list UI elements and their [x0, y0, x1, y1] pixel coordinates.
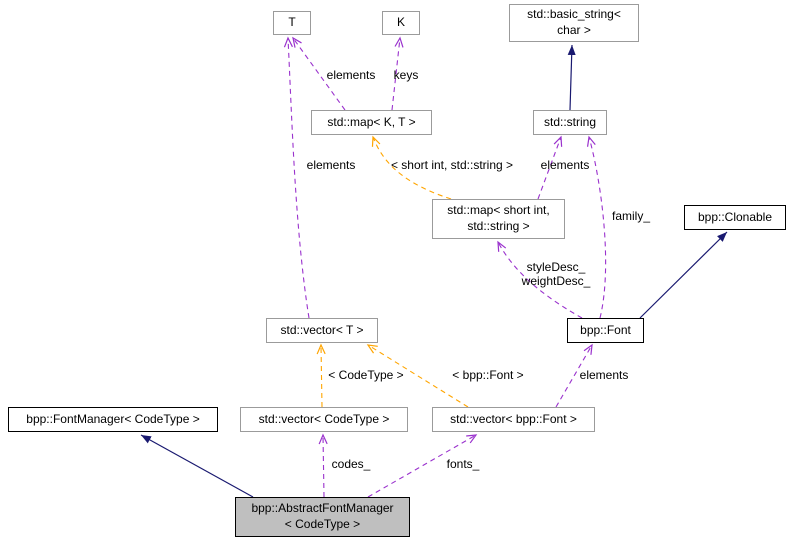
node-std-map-short-int-string: std::map< short int, std::string >: [432, 199, 565, 239]
edge-inherit-string-basicstring: [567, 44, 576, 111]
edge-template-mapshort-map: [371, 135, 452, 200]
edge-usage-vectorfont-font: [555, 343, 593, 408]
node-std-map-k-t: std::map< K, T >: [311, 110, 432, 135]
node-label: std::vector< CodeType >: [258, 411, 390, 426]
node-label: T: [288, 15, 296, 30]
edge-label-template-short-string: < short int, std::string >: [390, 158, 514, 173]
node-template-param-t: T: [273, 11, 311, 35]
node-std-basic-string: std::basic_string< char >: [509, 4, 639, 42]
node-bpp-clonable[interactable]: bpp::Clonable: [684, 205, 786, 230]
node-label-line1: bpp::AbstractFontManager: [251, 501, 394, 516]
node-label-line1: std::basic_string<: [527, 7, 621, 22]
edge-label-family: family_: [611, 209, 651, 224]
node-label-line2: < CodeType >: [284, 517, 361, 531]
edge-label-vector-t-elements: elements: [306, 158, 356, 173]
edge-usage-map-k: [391, 36, 404, 111]
edge-label-weightdesc: weightDesc_: [521, 274, 591, 288]
edge-usage-vectort-t: [283, 36, 310, 319]
node-label: bpp::FontManager< CodeType >: [26, 411, 200, 426]
edge-usage-font-mapshort: [497, 240, 583, 319]
node-bpp-fontmanager[interactable]: bpp::FontManager< CodeType >: [8, 407, 218, 432]
node-bpp-abstractfontmanager-current: bpp::AbstractFontManager < CodeType >: [235, 497, 410, 537]
edge-label-codes: codes_: [331, 457, 371, 472]
node-label-line2: char >: [557, 23, 591, 37]
node-label: std::vector< T >: [280, 322, 364, 337]
edge-label-fonts: fonts_: [446, 457, 480, 472]
edge-inherit-abstractfontmanager-fontmanager: [140, 434, 254, 498]
node-std-vector-bpp-font: std::vector< bpp::Font >: [432, 407, 595, 432]
edge-label-template-bpp-font: < bpp::Font >: [452, 368, 524, 383]
edge-usage-map-t: [292, 36, 346, 111]
node-label: bpp::Font: [580, 322, 631, 337]
node-label: std::vector< bpp::Font >: [450, 411, 577, 426]
node-label: bpp::Clonable: [697, 209, 773, 224]
node-label: std::string: [543, 114, 597, 129]
node-label-line1: std::map< short int,: [447, 203, 550, 218]
edge-usage-font-string: [586, 135, 607, 319]
edge-label-vector-font-elements: elements: [579, 368, 629, 383]
edge-template-vectorfont-vectort: [366, 344, 469, 408]
node-bpp-font[interactable]: bpp::Font: [567, 318, 644, 343]
edge-label-map-short-elements: elements: [540, 158, 590, 173]
node-label: std::map< K, T >: [327, 114, 416, 129]
edge-label-styledesc: styleDesc_: [526, 260, 586, 275]
node-template-param-k: K: [382, 11, 420, 35]
node-std-vector-codetype: std::vector< CodeType >: [240, 407, 408, 432]
edge-inherit-font-clonable: [639, 231, 728, 319]
node-std-string: std::string: [533, 110, 607, 135]
node-std-vector-t: std::vector< T >: [266, 318, 378, 343]
edge-usage-abstract-vectorcodetype: [318, 433, 328, 498]
edge-label-template-codetype: < CodeType >: [328, 368, 404, 383]
node-label-line2: std::string >: [467, 219, 530, 233]
edge-label-map-elements: elements: [326, 68, 376, 83]
edge-usage-mapshort-string: [537, 135, 563, 200]
edge-label-styledesc-weightdesc: styleDesc_ weightDesc_: [521, 260, 591, 289]
node-label: K: [396, 15, 405, 30]
edge-usage-abstract-vectorfont: [367, 434, 478, 498]
edge-label-map-keys: keys: [393, 68, 419, 83]
edge-template-vectorcodetype-vectort: [316, 343, 326, 408]
